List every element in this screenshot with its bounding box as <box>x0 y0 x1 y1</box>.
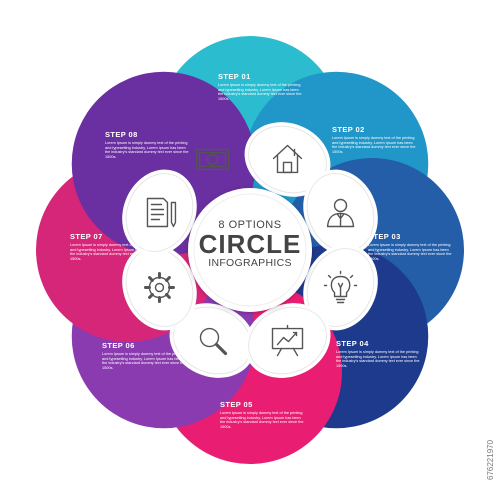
step-08: STEP 08 Lorem Ipsum is simply dummy text… <box>105 130 189 159</box>
step-description: Lorem Ipsum is simply dummy text of the … <box>220 411 304 429</box>
overlap-lens <box>122 244 197 331</box>
step-title: STEP 03 <box>368 232 401 241</box>
step-description: Lorem Ipsum is simply dummy text of the … <box>102 352 186 370</box>
icon-ring <box>143 144 358 357</box>
home-icon <box>272 144 303 174</box>
step-title: STEP 07 <box>70 232 103 241</box>
lightbulb-icon <box>323 270 358 304</box>
white-overlap-ring <box>122 122 378 378</box>
step-description: Lorem Ipsum is simply dummy text of the … <box>70 243 154 261</box>
step-title: STEP 04 <box>336 339 369 348</box>
center-circle <box>188 188 312 312</box>
banknote-icon <box>195 148 230 171</box>
step-title: STEP 05 <box>220 400 253 409</box>
center-caption: INFOGRAPHICS <box>208 257 292 269</box>
center-title: CIRCLE <box>198 229 302 259</box>
center-subtitle: 8 OPTIONS <box>218 219 282 231</box>
step-03: STEP 03 Lorem Ipsum is simply dummy text… <box>368 232 452 261</box>
step-title: STEP 02 <box>332 125 365 134</box>
center-label: 8 OPTIONS CIRCLE INFOGRAPHICS <box>192 219 308 269</box>
user-icon <box>326 198 355 228</box>
overlap-lens <box>303 169 378 256</box>
step-01: STEP 01 Lorem Ipsum is simply dummy text… <box>218 72 302 101</box>
overlap-lens <box>244 122 331 197</box>
step-title: STEP 06 <box>102 341 135 350</box>
step-title: STEP 08 <box>105 130 138 139</box>
step-description: Lorem Ipsum is simply dummy text of the … <box>105 141 189 159</box>
step-description: Lorem Ipsum is simply dummy text of the … <box>336 350 420 368</box>
overlap-lens <box>169 303 256 378</box>
stock-id-mark: 676221970 <box>486 439 495 481</box>
step-title: STEP 01 <box>218 72 251 81</box>
step-04: STEP 04 Lorem Ipsum is simply dummy text… <box>336 339 420 368</box>
step-07: STEP 07 Lorem Ipsum is simply dummy text… <box>70 232 154 261</box>
document-pen-icon <box>146 197 177 228</box>
overlap-lens <box>122 169 197 256</box>
presentation-chart-icon <box>271 324 304 357</box>
step-description: Lorem Ipsum is simply dummy text of the … <box>368 243 452 261</box>
step-02: STEP 02 Lorem Ipsum is simply dummy text… <box>332 125 416 154</box>
magnifier-icon <box>199 327 228 356</box>
gear-icon <box>143 272 175 304</box>
step-06: STEP 06 Lorem Ipsum is simply dummy text… <box>102 341 186 370</box>
step-description: Lorem Ipsum is simply dummy text of the … <box>218 83 302 101</box>
step-05: STEP 05 Lorem Ipsum is simply dummy text… <box>220 400 304 429</box>
step-description: Lorem Ipsum is simply dummy text of the … <box>332 136 416 154</box>
